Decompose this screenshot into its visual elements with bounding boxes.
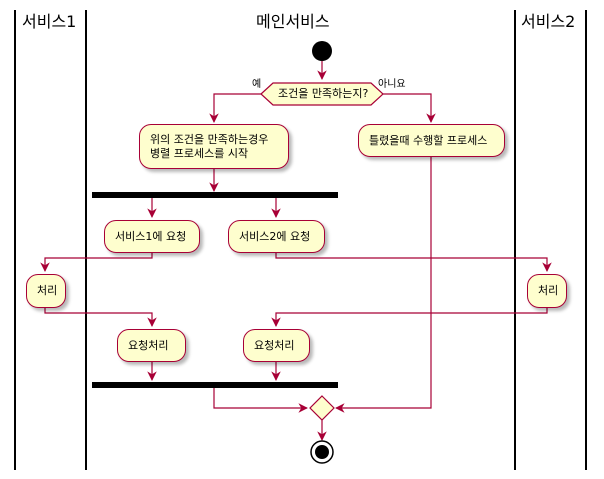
- join-bar: [92, 382, 338, 388]
- activity-request-service1: 서비스1에 요청: [104, 220, 200, 253]
- fork-bar: [92, 192, 338, 198]
- activity-condition-false: 틀렸을때 수행할 프로세스: [358, 124, 505, 157]
- decision-question: 조건을 만족하는지?: [278, 87, 369, 100]
- lane-title-service2: 서비스2: [521, 12, 576, 31]
- lane-title-service1: 서비스1: [22, 12, 77, 31]
- activity-request-process-left: 요청처리: [117, 329, 186, 362]
- activity-condition-true: 위의 조건을 만족하는경우 병렬 프로세스를 시작: [139, 124, 289, 169]
- end-node: [310, 440, 334, 464]
- start-node: [312, 41, 332, 61]
- activity-process-service2: 처리: [527, 274, 567, 308]
- activity-request-service2: 서비스2에 요청: [228, 220, 325, 253]
- decision-no-label: 아니요: [378, 79, 406, 90]
- activity-request-process-right: 요청처리: [243, 329, 310, 362]
- activity-process-service1: 처리: [26, 274, 66, 308]
- decision-yes-label: 예: [252, 79, 262, 90]
- lane-title-main: 메인서비스: [256, 12, 330, 31]
- merge-diamond: [309, 395, 335, 421]
